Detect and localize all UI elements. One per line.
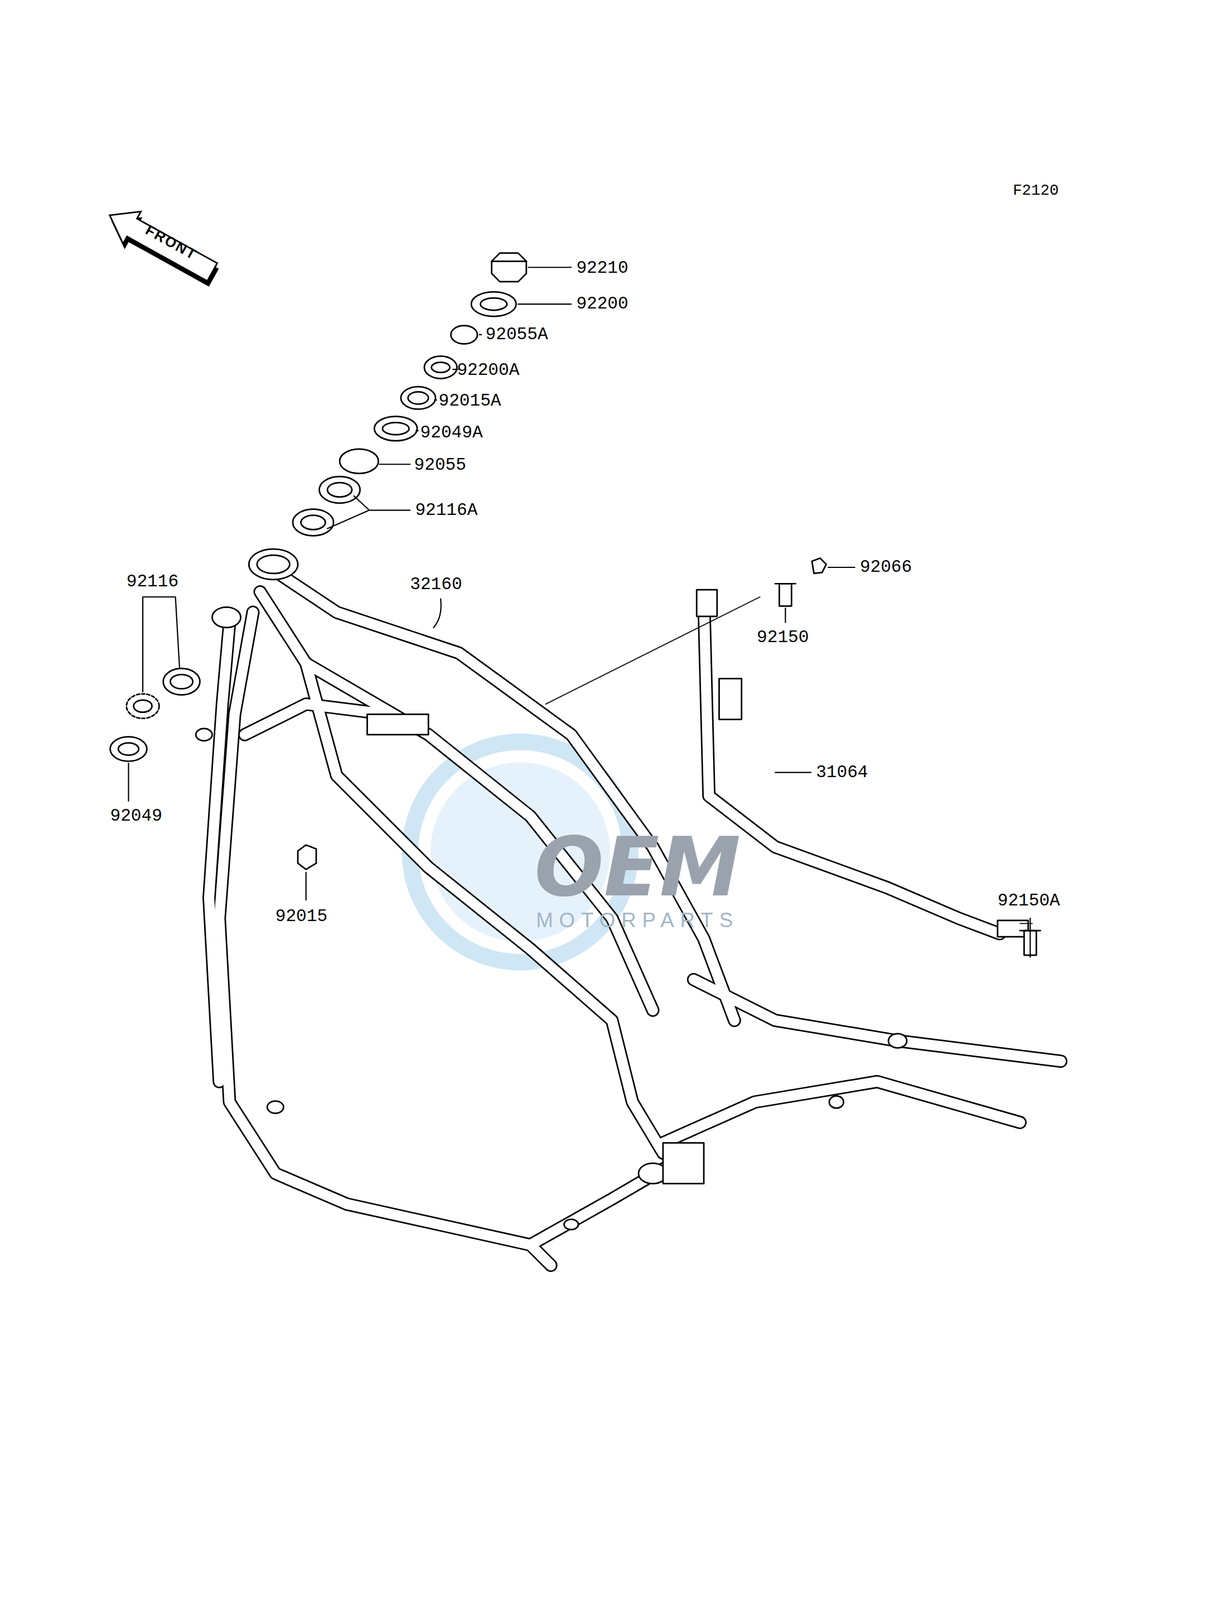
callout-number: 92150 [756, 629, 809, 647]
callout-number: 92049 [110, 807, 163, 825]
front-arrow [98, 199, 225, 294]
steering-parts [110, 253, 1041, 955]
main-frame [195, 548, 1061, 1265]
callout-number: 92015 [275, 907, 328, 925]
callout-number: 92116 [126, 572, 179, 591]
rear-subframe [696, 589, 1028, 937]
callout-number: 92116A [414, 501, 478, 519]
callout-number: 92015A [438, 392, 502, 410]
figure-code: F2120 [1012, 182, 1059, 198]
callout-number: 32160 [409, 575, 462, 593]
callout-number: 92150A [997, 891, 1061, 910]
callout-number: 92066 [859, 558, 912, 576]
callout-number: 92049A [420, 423, 483, 442]
callout-number: 31064 [815, 763, 868, 781]
callout-number: 92055 [414, 456, 467, 474]
watermark-text: MOTORPARTS [535, 910, 739, 931]
watermark-text: OEM [534, 826, 741, 908]
callout-number: 92200A [456, 361, 520, 379]
callout-number: 92055A [485, 325, 549, 343]
leader-lines [128, 267, 1031, 957]
callout-number: 92200 [576, 295, 628, 313]
callout-number: 92210 [576, 259, 628, 277]
